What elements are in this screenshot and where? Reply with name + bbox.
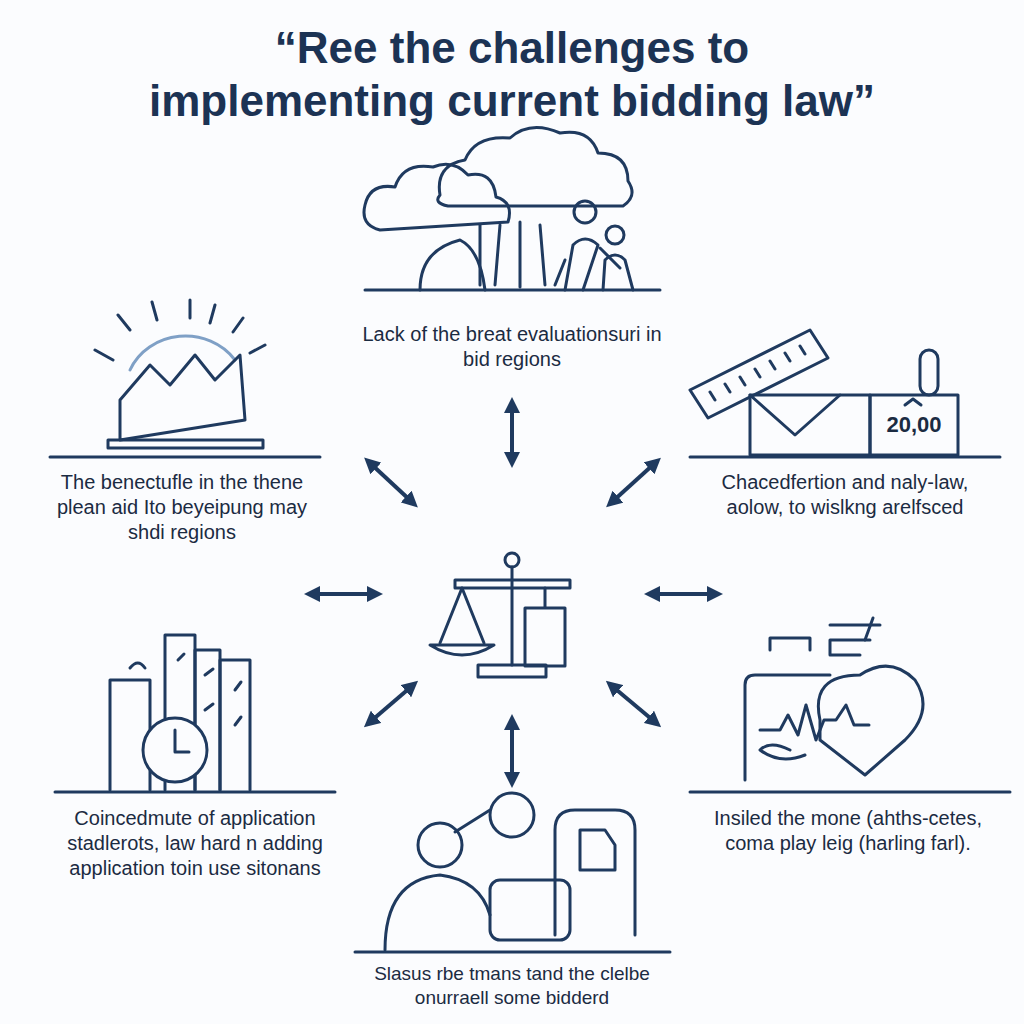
double-arrow bbox=[370, 463, 412, 502]
challenge-text: The benectufle in the thene plean aid It… bbox=[37, 470, 327, 545]
scales-icon bbox=[430, 553, 570, 677]
computer-heart-icon bbox=[690, 618, 1010, 792]
sun-mountain-icon bbox=[50, 300, 320, 457]
challenge-text: Chacedfertion and naly-law, aolow, to wi… bbox=[695, 470, 995, 520]
double-arrow bbox=[370, 686, 412, 722]
double-arrow bbox=[510, 722, 514, 780]
double-arrow bbox=[312, 592, 375, 596]
title: “Ree the challenges to implementing curr… bbox=[137, 22, 887, 128]
double-arrow bbox=[612, 686, 655, 722]
inspector-icon bbox=[355, 793, 670, 952]
amount-number: 20,00 bbox=[874, 411, 954, 439]
double-arrow bbox=[510, 405, 514, 460]
challenge-text: Insiled the mone (ahths-cetes, coma play… bbox=[698, 806, 998, 856]
challenge-text: Slasus rbe tmans tand the clelbe onurrae… bbox=[347, 962, 677, 1010]
challenge-text: Lack of the breat evaluationsuri in bid … bbox=[362, 322, 662, 372]
challenge-text: Coincedmute of application stadlerots, l… bbox=[50, 806, 340, 881]
storm-icon bbox=[364, 128, 660, 290]
double-arrow bbox=[612, 463, 655, 502]
arrows bbox=[312, 405, 715, 780]
books-clock-icon bbox=[55, 635, 335, 792]
double-arrow bbox=[652, 592, 715, 596]
document-icon bbox=[690, 330, 1000, 457]
